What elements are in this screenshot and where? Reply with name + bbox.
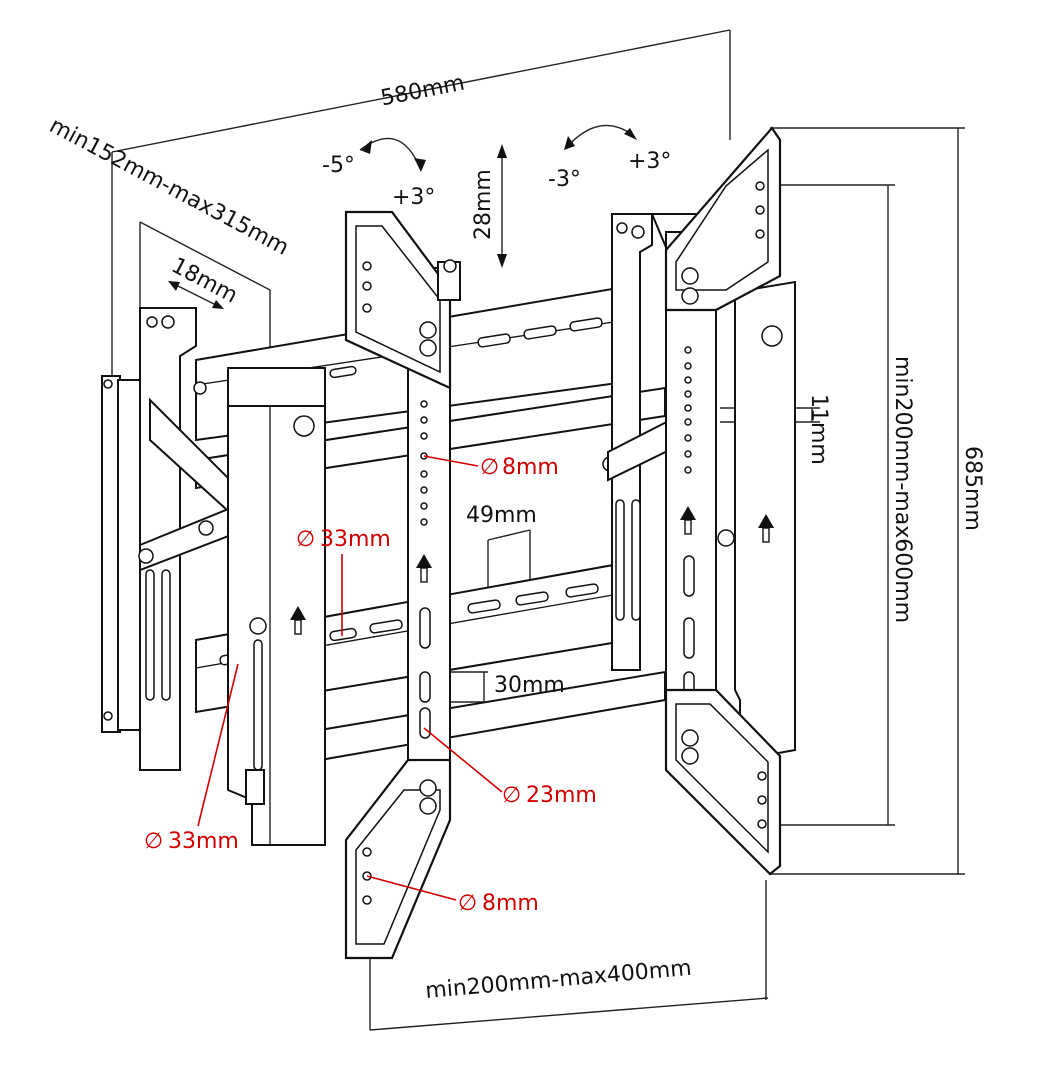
tube-dia-lower-label: 33mm: [168, 829, 239, 854]
vertical-range-label: min200mm-max600mm: [890, 356, 915, 623]
tilt-left-minus-label: -5°: [322, 153, 355, 178]
hole-dia-bottom-label: 8mm: [482, 891, 539, 916]
diameter-symbol: ∅: [480, 455, 499, 480]
left-vesa-strip: [344, 210, 461, 960]
tube-dia-upper-label: 33mm: [320, 527, 391, 552]
right-vesa-strip: [664, 126, 782, 876]
hole-dia-top-label: 8mm: [502, 455, 559, 480]
slot-dia-callout: ∅ 23mm: [502, 783, 597, 808]
slot-spacing-label: 49mm: [466, 503, 537, 528]
left-vertical-arm: [227, 367, 326, 846]
tube-dia-lower-callout: ∅ 33mm: [144, 829, 239, 854]
depth-range-label: min152mm-max315mm: [45, 113, 293, 260]
horizontal-range-label: min200mm-max400mm: [424, 956, 692, 1004]
red-leaders: [197, 455, 503, 901]
hole-dia-top-callout: ∅ 8mm: [480, 455, 559, 480]
slot-length-label: 30mm: [494, 673, 565, 698]
diameter-symbol: ∅: [296, 527, 315, 552]
tilt-right-plus-label: +3°: [628, 149, 671, 174]
overall-height-label: 685mm: [960, 446, 985, 531]
right-vertical-arm: [717, 280, 796, 762]
arm-offset-label: 18mm: [167, 253, 241, 308]
slot-dia-label: 23mm: [526, 783, 597, 808]
diameter-symbol: ∅: [144, 829, 163, 854]
tilt-right-minus-label: -3°: [548, 167, 581, 192]
hole-dia-bottom-callout: ∅ 8mm: [458, 891, 539, 916]
overall-width-label: 580mm: [379, 71, 467, 112]
vertical-adjust-label: 28mm: [471, 169, 496, 240]
tube-dia-upper-callout: ∅ 33mm: [296, 527, 391, 552]
hole-spacing-label: 11mm: [806, 394, 831, 465]
diameter-symbol: ∅: [502, 783, 521, 808]
tilt-left-plus-label: +3°: [392, 185, 435, 210]
diameter-symbol: ∅: [458, 891, 477, 916]
